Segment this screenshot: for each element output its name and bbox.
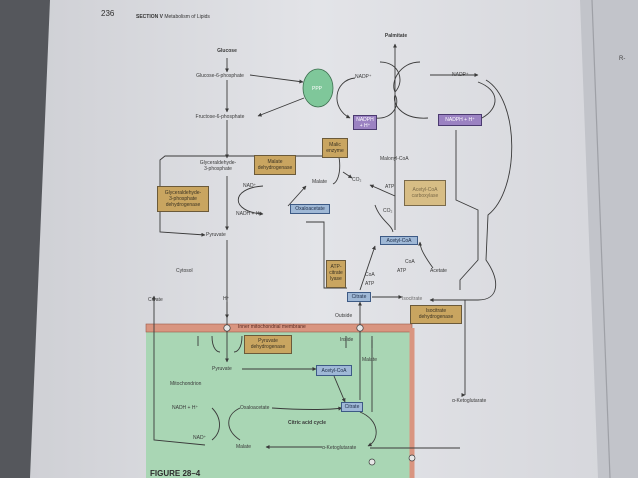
figure-caption: FIGURE 28–4 xyxy=(150,469,201,478)
box-ppp: PPP xyxy=(311,86,323,92)
box-nadph-right: NADPH + H⁺ xyxy=(438,114,482,126)
label-palmitate: Palmitate xyxy=(384,33,408,39)
label-alpha-ketoglutarate-mito: α-Ketoglutarate xyxy=(322,445,357,451)
box-citrate-mito: Citrate xyxy=(341,402,363,412)
page-number: 236 xyxy=(101,9,115,18)
box-malate-dehydrogenase: Malate dehydrogenase xyxy=(254,155,296,175)
label-cytosol: Cytosol xyxy=(176,268,193,274)
label-malate-membrane: Malate xyxy=(362,357,378,363)
box-g3p-dehydrogenase: Glyceraldehyde- 3-phosphate dehydrogenas… xyxy=(157,186,209,212)
margin-note: R- xyxy=(619,56,626,62)
label-nadp-plus-top: NADP⁺ xyxy=(355,74,372,80)
label-coa-a: CoA xyxy=(365,272,375,278)
box-citrate-cytosol: Citrate xyxy=(347,292,371,302)
label-h-plus: H⁺ xyxy=(223,296,230,302)
label-glyceraldehyde-3-phosphate: Glyceraldehyde- 3-phosphate xyxy=(199,160,237,172)
box-acetyl-coa-mito: Acetyl-CoA xyxy=(316,365,352,376)
label-co2-a: CO₂ xyxy=(352,177,362,183)
label-fructose-6-phosphate: Fructose-6-phosphate xyxy=(195,114,245,120)
label-acetate: Acetate xyxy=(430,268,447,274)
label-nadh-h-mito: NADH + H⁺ xyxy=(172,405,199,411)
label-oxaloacetate-mito: Oxaloacetate xyxy=(240,405,270,411)
label-nadh-h: NADH + H⁺ xyxy=(236,211,263,217)
box-nadph-left: NADPH + H⁺ xyxy=(353,115,377,130)
label-outside: Outside xyxy=(335,313,353,319)
section-label: SECTION V Metabolism of Lipids xyxy=(136,14,210,20)
label-mitochondrion: Mitochondrion xyxy=(170,381,202,387)
label-co2-b: CO₂ xyxy=(383,208,393,214)
label-glucose: Glucose xyxy=(217,48,237,54)
label-nad-plus: NAD⁺ xyxy=(243,183,257,189)
label-citrate-left: Citrate xyxy=(148,297,163,303)
label-coa-b: CoA xyxy=(405,259,415,265)
label-atp-b: ATP xyxy=(365,281,375,287)
box-atp-citrate-lyase: ATP- citrate lyase xyxy=(326,260,346,288)
box-acetyl-coa-cytosol: Acetyl-CoA xyxy=(380,236,418,245)
label-malonyl-coa: Malonyl-CoA xyxy=(380,156,409,162)
box-malic-enzyme: Malic enzyme xyxy=(322,138,348,158)
label-alpha-ketoglutarate-right: α-Ketoglutarate xyxy=(452,398,487,404)
label-citric-acid-cycle: Citric acid cycle xyxy=(288,420,327,426)
label-nad-plus-mito: NAD⁺ xyxy=(193,435,207,441)
box-pyruvate-dehydrogenase: Pyruvate dehydrogenase xyxy=(244,335,292,354)
label-glucose-6-phosphate: Glucose-6-phosphate xyxy=(196,73,244,79)
section-number: SECTION V xyxy=(136,14,163,20)
label-isocitrate: Isocitrate xyxy=(402,296,423,302)
box-acetyl-coa-carboxylase: Acetyl-CoA carboxylase xyxy=(404,180,446,206)
box-oxaloacetate-cytosol: Oxaloacetate xyxy=(290,204,330,214)
section-title: Metabolism of Lipids xyxy=(164,14,210,20)
label-inside: Inside xyxy=(340,337,354,343)
label-malate-cytosol: Malate xyxy=(312,179,328,185)
box-isocitrate-dehydrogenase: Isocitrate dehydrogenase xyxy=(410,305,462,324)
label-pyruvate-cytosol: Pyruvate xyxy=(206,232,226,238)
label-malate-mito: Malate xyxy=(236,444,252,450)
label-pyruvate-mito: Pyruvate xyxy=(212,366,232,372)
label-atp-a: ATP xyxy=(385,184,395,190)
label-inner-mitochondrial-membrane: Inner mitochondrial membrane xyxy=(238,324,306,330)
label-nadp-plus-right: NADP⁺ xyxy=(452,72,469,78)
label-atp-c: ATP xyxy=(397,268,407,274)
